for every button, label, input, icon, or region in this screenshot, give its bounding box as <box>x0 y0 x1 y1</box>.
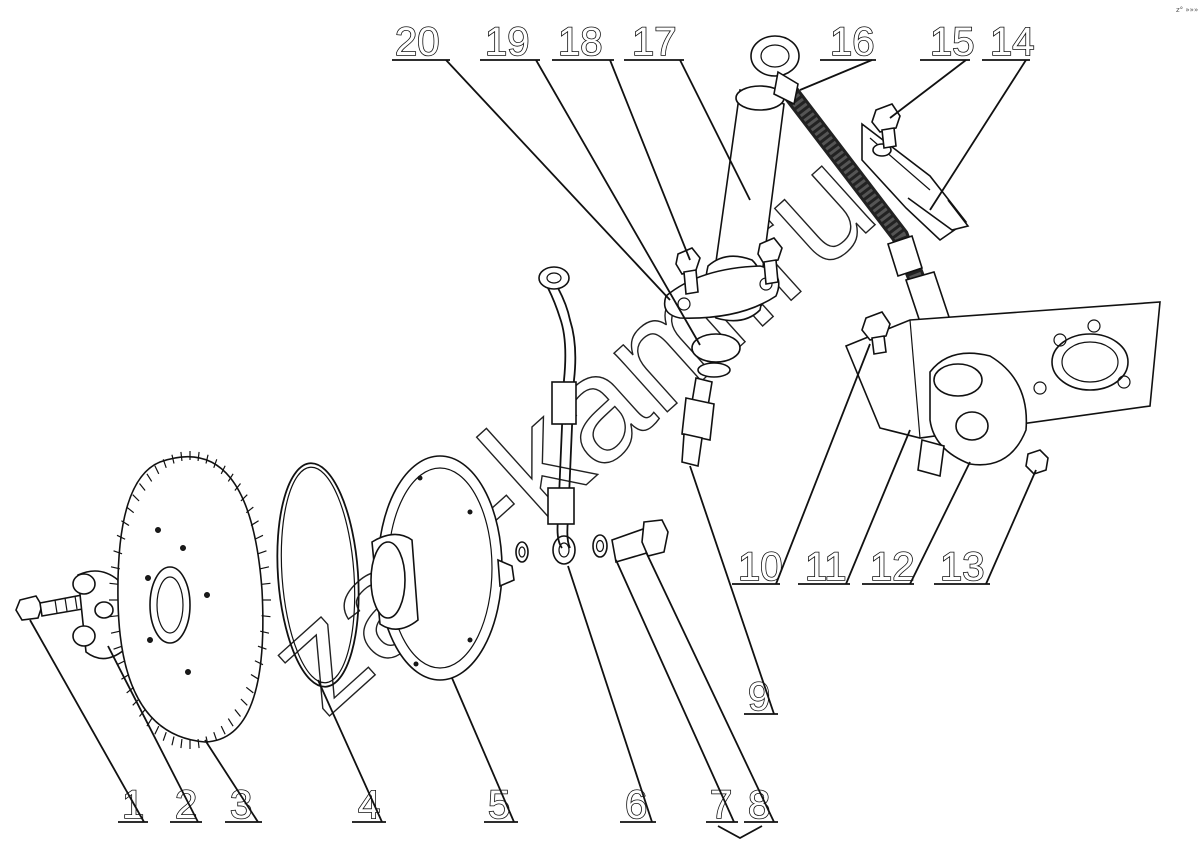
callout-leader-18 <box>609 59 691 261</box>
corner-mark: z° »»» <box>1176 6 1198 14</box>
watermark-text: zap-kam.ru <box>234 117 904 744</box>
callout-leader-17 <box>679 59 751 201</box>
callout-leader-5 <box>451 677 515 823</box>
part-cover-5 <box>370 455 515 681</box>
callout-leader-2 <box>107 645 199 823</box>
callout-leader-7 <box>615 559 735 823</box>
callout-label-10: 10 <box>738 545 783 589</box>
callout-label-13: 13 <box>940 545 985 589</box>
part-washer-a <box>515 541 529 563</box>
part-oil-pipe <box>538 266 577 549</box>
callout-label-5: 5 <box>488 783 510 827</box>
callout-label-20: 20 <box>395 20 440 64</box>
callout-leader-10 <box>775 343 871 585</box>
callout-leader-13 <box>985 469 1037 585</box>
callout-label-16: 16 <box>830 20 875 64</box>
callout-leader-6 <box>567 565 653 823</box>
part-bolt-18a <box>675 247 701 295</box>
part-o-ring-4 <box>276 462 360 688</box>
callout-label-9: 9 <box>748 675 770 719</box>
callout-label-7: 7 <box>710 783 732 827</box>
callout-leader-14 <box>929 59 1027 211</box>
callout-label-3: 3 <box>230 783 252 827</box>
part-nut-13 <box>1025 449 1049 475</box>
part-seal-19 <box>697 362 731 378</box>
part-bolt-15 <box>871 103 901 149</box>
callout-leader-12 <box>909 461 971 585</box>
callout-label-2: 2 <box>175 783 197 827</box>
callout-label-18: 18 <box>558 20 603 64</box>
part-injector-9 <box>681 377 715 467</box>
callout-label-14: 14 <box>990 20 1035 64</box>
callout-label-11: 11 <box>805 545 847 589</box>
callout-leader-11 <box>845 429 911 585</box>
callout-label-19: 19 <box>485 20 530 64</box>
callout-leader-9 <box>689 465 775 715</box>
callout-leader-16 <box>799 59 873 91</box>
part-bolt-8 <box>611 519 669 564</box>
callout-leader-8 <box>645 551 775 823</box>
callout-leader-20 <box>445 59 671 301</box>
callout-leader-1 <box>29 619 145 823</box>
callout-leader-3 <box>204 739 259 823</box>
part-banjo-fitting-6 <box>552 535 576 565</box>
part-bolt-18b <box>757 237 783 285</box>
part-plate-2 <box>72 570 125 660</box>
callout-leader-4 <box>317 679 383 823</box>
callout-leader-15 <box>889 59 967 119</box>
part-gear-3 <box>109 451 271 749</box>
callout-leader-19 <box>535 59 701 346</box>
part-washer-7 <box>592 534 608 558</box>
callout-label-12: 12 <box>870 545 915 589</box>
bracket-7-8 <box>717 825 763 840</box>
callout-label-8: 8 <box>748 783 770 827</box>
callout-label-17: 17 <box>632 20 677 64</box>
callout-label-15: 15 <box>930 20 975 64</box>
callout-label-6: 6 <box>625 783 647 827</box>
part-pump-12 <box>917 352 1028 478</box>
part-bolt-10 <box>861 311 891 355</box>
part-bracket-14 <box>861 122 970 242</box>
callout-label-4: 4 <box>358 783 380 827</box>
